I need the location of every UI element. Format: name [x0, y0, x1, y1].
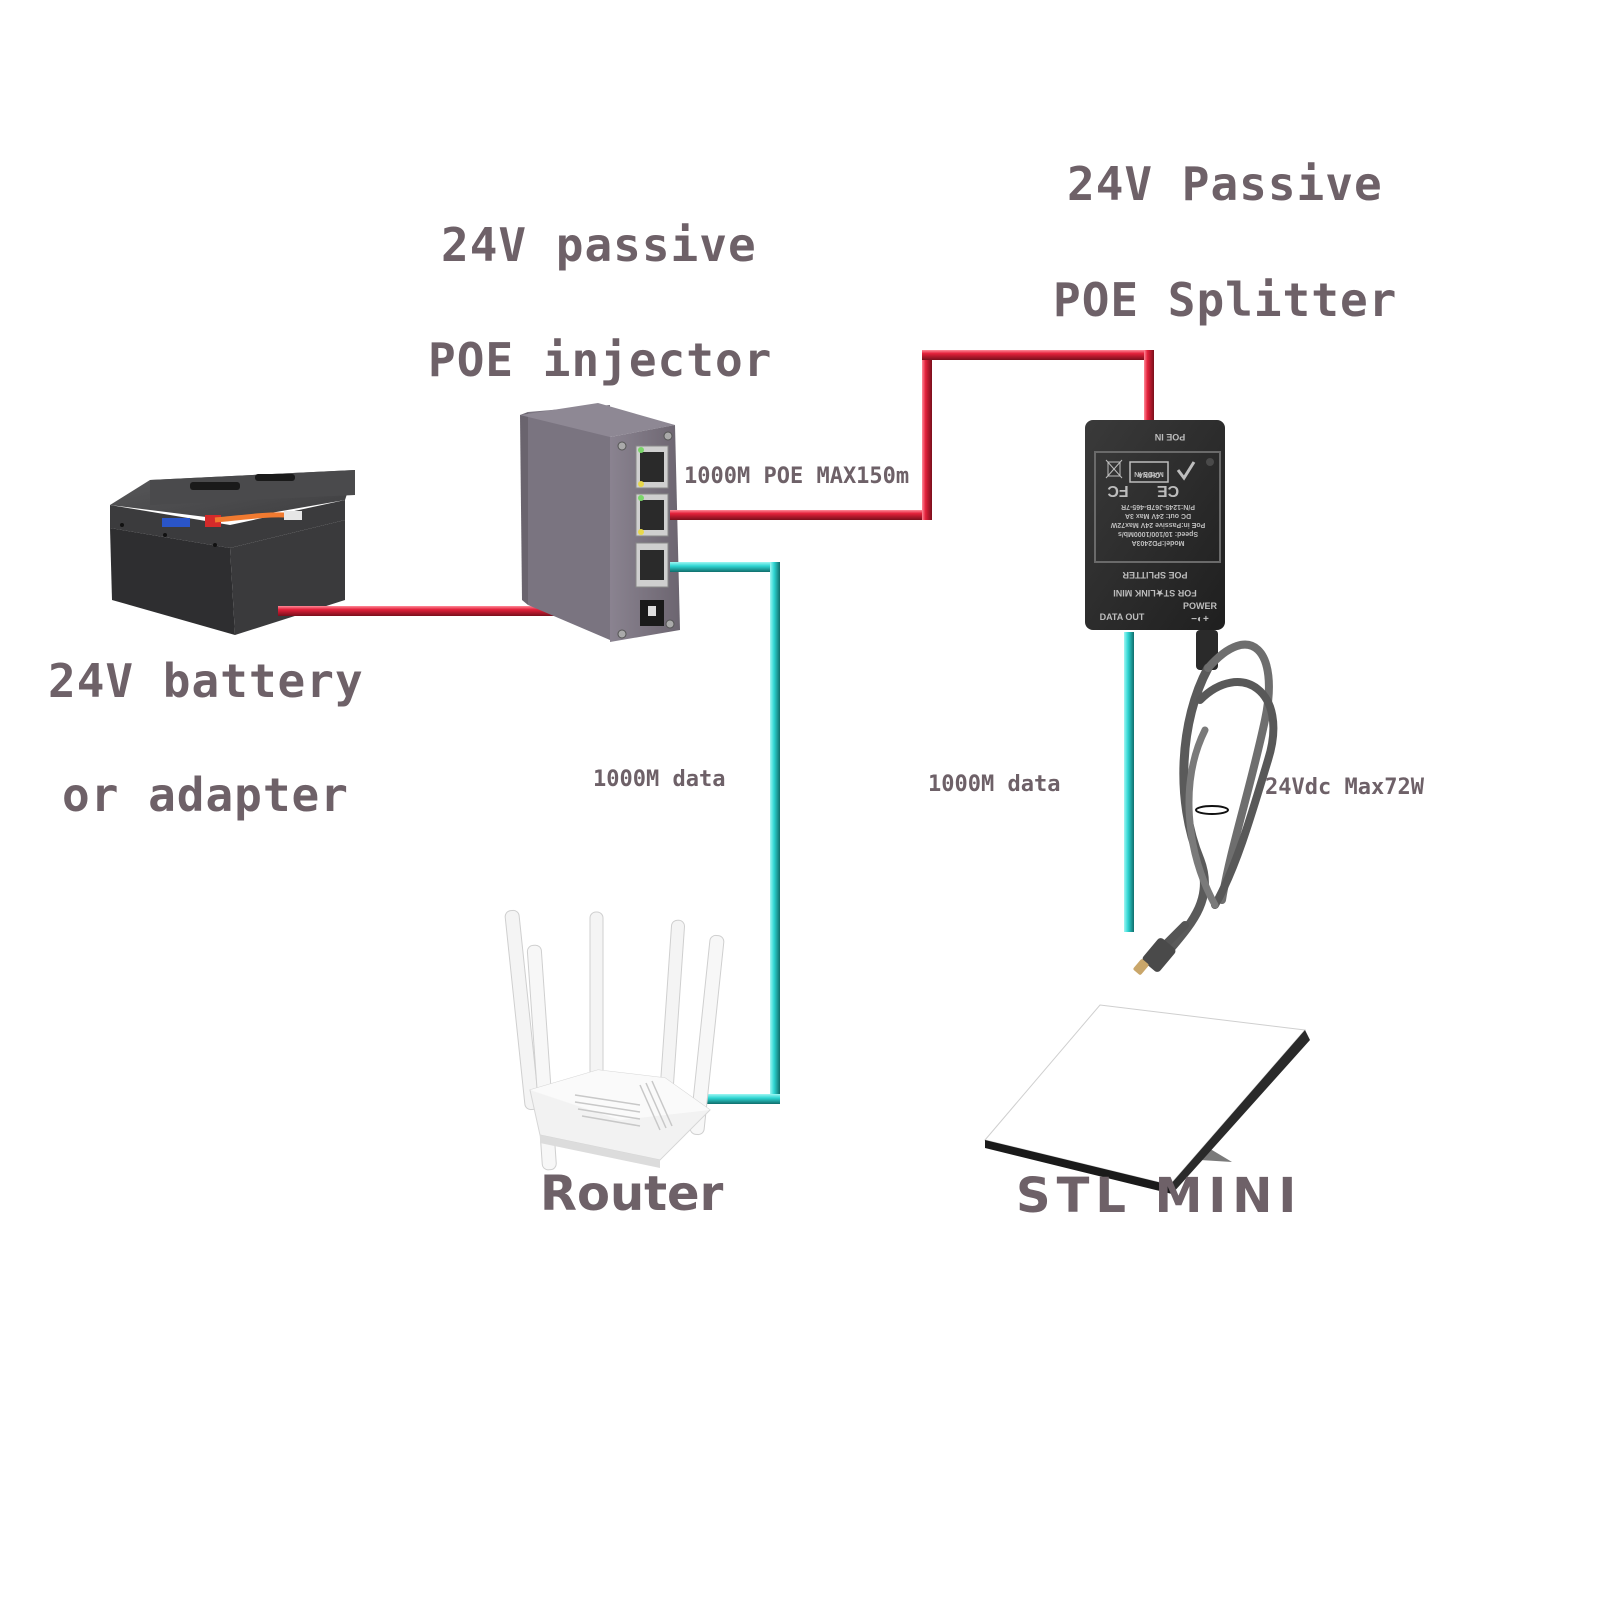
battery-label-line2: or adapter — [62, 768, 349, 822]
spec-line: DC out: 24V Max 3A — [1125, 512, 1191, 519]
dish-data-label: 1000M data — [928, 772, 1061, 797]
rj45-port-out — [635, 445, 669, 489]
country-text: CHINA — [1138, 471, 1160, 478]
dc-power-label: 24Vdc Max72W — [1265, 775, 1424, 800]
rj45-port-data-in — [635, 542, 669, 588]
router-label: Router — [540, 1166, 724, 1222]
power-text: POWER — [1183, 601, 1218, 611]
satellite-dish-device — [984, 1004, 1310, 1194]
product-name-text: POE SPLITTER — [1122, 570, 1188, 580]
router-data-label: 1000M data — [593, 767, 726, 792]
power-cable-battery — [278, 606, 634, 616]
data-out-text: DATA OUT — [1100, 612, 1145, 622]
injector-title-line2: POE injector — [428, 333, 773, 387]
made-in-text: MADE IN — [1134, 470, 1164, 477]
spec-line: Model:PD2403A — [1132, 539, 1185, 546]
antenna — [589, 911, 604, 1078]
weee-bin-icon — [1105, 459, 1123, 479]
splitter-top-text: POE IN — [1155, 432, 1186, 442]
rj45-port-data-poe-out — [635, 493, 669, 537]
data-cable-dish — [1124, 632, 1134, 932]
dc-power-cable — [1133, 630, 1278, 975]
led-indicator — [1206, 458, 1214, 466]
antenna — [689, 934, 725, 1136]
for-device-text: FOR ST★LINK MINI — [1113, 588, 1197, 598]
dc-plug-icon — [1133, 921, 1189, 975]
battery-icon — [110, 470, 355, 635]
poe-splitter-device: POE IN MADE IN CHINA FC CE P/N:1245-J67B… — [1085, 420, 1225, 630]
spec-line: P/N:1245-J67B-465-7R — [1121, 503, 1195, 510]
poe-link-label: 1000M POE MAX150m — [684, 464, 910, 489]
spec-line: Speed: 10/100/1000Mb/s — [1118, 530, 1198, 537]
spec-text-lines: P/N:1245-J67B-465-7R DC out: 24V Max 3A … — [1110, 503, 1205, 546]
antenna — [504, 909, 540, 1111]
dc-polarity-icon: −◐+ — [1191, 614, 1209, 625]
rohs-check-icon — [1176, 461, 1196, 481]
dc-in-jack — [640, 600, 664, 626]
splitter-title-line2: POE Splitter — [1053, 273, 1398, 327]
injector-title-line1: 24V passive — [441, 218, 757, 272]
data-cable-router — [670, 562, 780, 1104]
poe-injector-device — [520, 403, 680, 642]
svg-text:FC: FC — [1107, 482, 1129, 499]
antenna — [659, 919, 686, 1091]
router-device — [504, 909, 725, 1171]
splitter-title-line1: 24V Passive — [1067, 157, 1383, 211]
svg-text:CE: CE — [1157, 482, 1180, 499]
spec-line: PoE in:Passive 24V Max72W — [1110, 521, 1205, 528]
fcc-icon: FC — [1107, 482, 1129, 499]
battery-label-line1: 24V battery — [48, 654, 364, 708]
poe-cable — [670, 350, 1154, 520]
dish-label: STL MINI — [1016, 1168, 1303, 1224]
ce-icon: CE — [1157, 482, 1180, 499]
